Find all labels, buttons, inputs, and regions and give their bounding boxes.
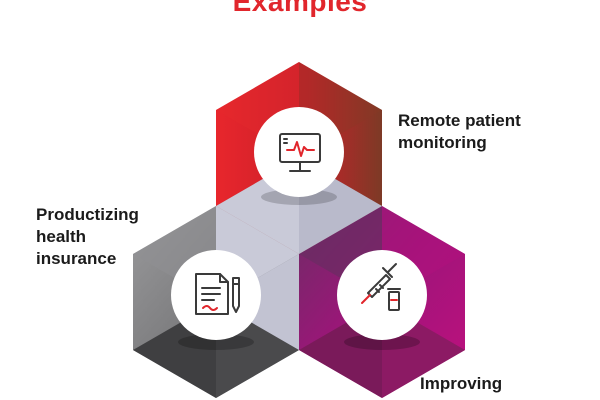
label-remote-patient-monitoring: Remote patient monitoring [398,110,521,154]
circle-shadow [344,334,420,350]
label-productizing-health-insurance: Productizing health insurance [36,204,139,270]
monitor-heartbeat-icon [279,133,321,172]
label-line: monitoring [398,133,487,152]
label-improving: Improving [420,373,502,395]
document-pen-icon [195,273,240,315]
label-line: Productizing [36,205,139,224]
page-title: Examples [232,0,368,17]
icon-circle-right [337,250,427,340]
syringe-vial-icon [361,263,401,311]
label-line: insurance [36,249,117,268]
label-line: Remote patient [398,111,521,130]
label-line: health [36,227,87,246]
label-line: Improving [420,374,503,393]
circle-shadow [178,334,254,350]
